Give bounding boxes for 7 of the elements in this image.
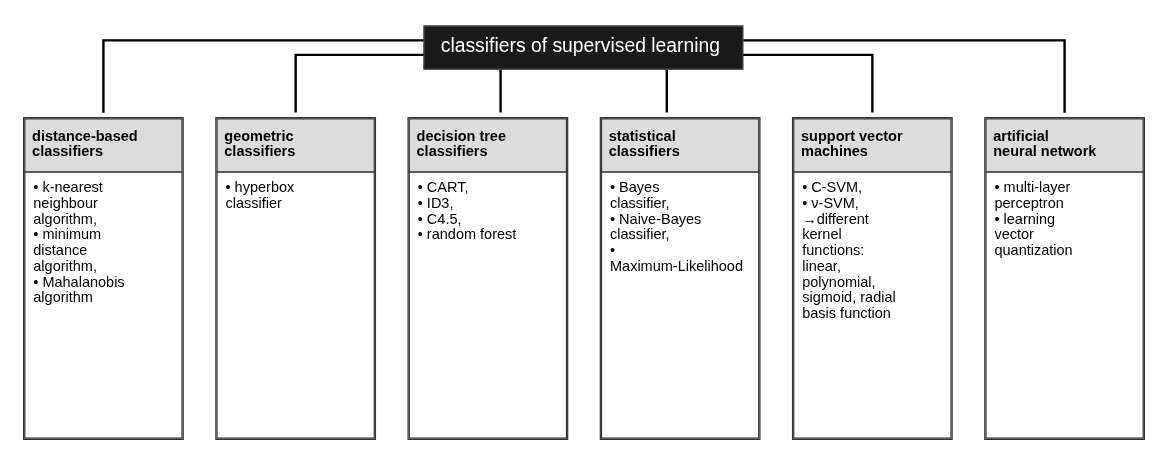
- connector: [294, 53, 424, 113]
- connector: [743, 39, 1066, 113]
- connector: [743, 53, 874, 113]
- connector: [499, 69, 502, 113]
- connector: [102, 39, 424, 113]
- connector: [665, 69, 669, 113]
- node-box: classifiers of supervised learning: [423, 25, 744, 70]
